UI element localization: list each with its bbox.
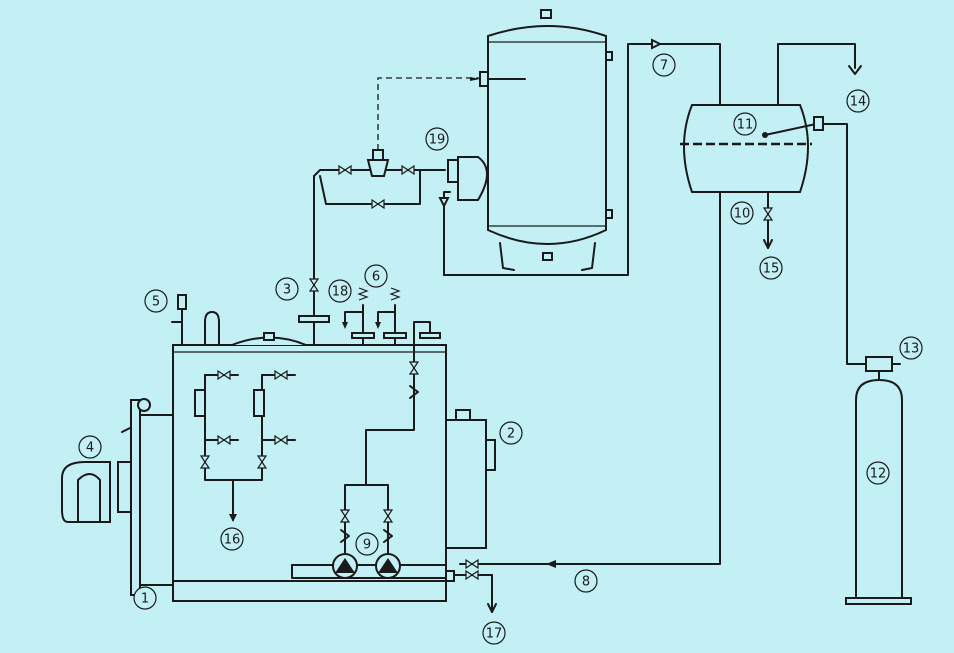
svg-text:7: 7 bbox=[660, 59, 668, 74]
svg-text:1: 1 bbox=[141, 592, 149, 607]
svg-text:8: 8 bbox=[582, 575, 590, 590]
svg-text:6: 6 bbox=[372, 270, 380, 285]
svg-text:5: 5 bbox=[152, 295, 160, 310]
callout-1: 1 bbox=[133, 586, 157, 610]
boiler bbox=[172, 321, 447, 602]
svg-text:13: 13 bbox=[903, 342, 920, 357]
svg-text:11: 11 bbox=[737, 118, 754, 133]
boiler-top-fittings bbox=[171, 175, 441, 346]
callout-3: 3 bbox=[275, 277, 299, 301]
callout-8: 8 bbox=[574, 569, 598, 593]
callout-9: 9 bbox=[355, 532, 379, 556]
callout-13: 13 bbox=[899, 336, 923, 360]
steam-pressure-reducing-station bbox=[313, 77, 488, 276]
svg-text:4: 4 bbox=[86, 441, 94, 456]
svg-text:18: 18 bbox=[332, 285, 349, 300]
gas-cylinder bbox=[845, 356, 912, 605]
callout-11: 11 bbox=[733, 112, 757, 136]
callout-7: 7 bbox=[652, 53, 676, 77]
callout-2: 2 bbox=[499, 421, 523, 445]
callout-14: 14 bbox=[846, 89, 870, 113]
callout-5: 5 bbox=[144, 289, 168, 313]
callout-16: 16 bbox=[220, 527, 244, 551]
feed-pumps bbox=[291, 509, 497, 613]
svg-text:16: 16 bbox=[224, 533, 241, 548]
callout-12: 12 bbox=[866, 461, 890, 485]
steam-accumulator bbox=[443, 9, 721, 276]
svg-text:17: 17 bbox=[486, 627, 503, 642]
callout-10: 10 bbox=[730, 201, 754, 225]
svg-text:10: 10 bbox=[734, 207, 751, 222]
svg-text:14: 14 bbox=[850, 95, 867, 110]
svg-text:19: 19 bbox=[429, 133, 446, 148]
svg-text:12: 12 bbox=[870, 467, 887, 482]
svg-text:9: 9 bbox=[363, 538, 371, 553]
callout-4: 4 bbox=[78, 435, 102, 459]
callout-19: 19 bbox=[425, 127, 449, 151]
callout-18: 18 bbox=[328, 279, 352, 303]
callout-17: 17 bbox=[482, 621, 506, 645]
burner bbox=[61, 398, 174, 596]
callout-15: 15 bbox=[759, 256, 783, 280]
svg-text:2: 2 bbox=[507, 427, 515, 442]
callout-6: 6 bbox=[364, 264, 388, 288]
control-panel bbox=[445, 409, 496, 549]
svg-text:15: 15 bbox=[763, 262, 780, 277]
svg-text:3: 3 bbox=[283, 283, 291, 298]
